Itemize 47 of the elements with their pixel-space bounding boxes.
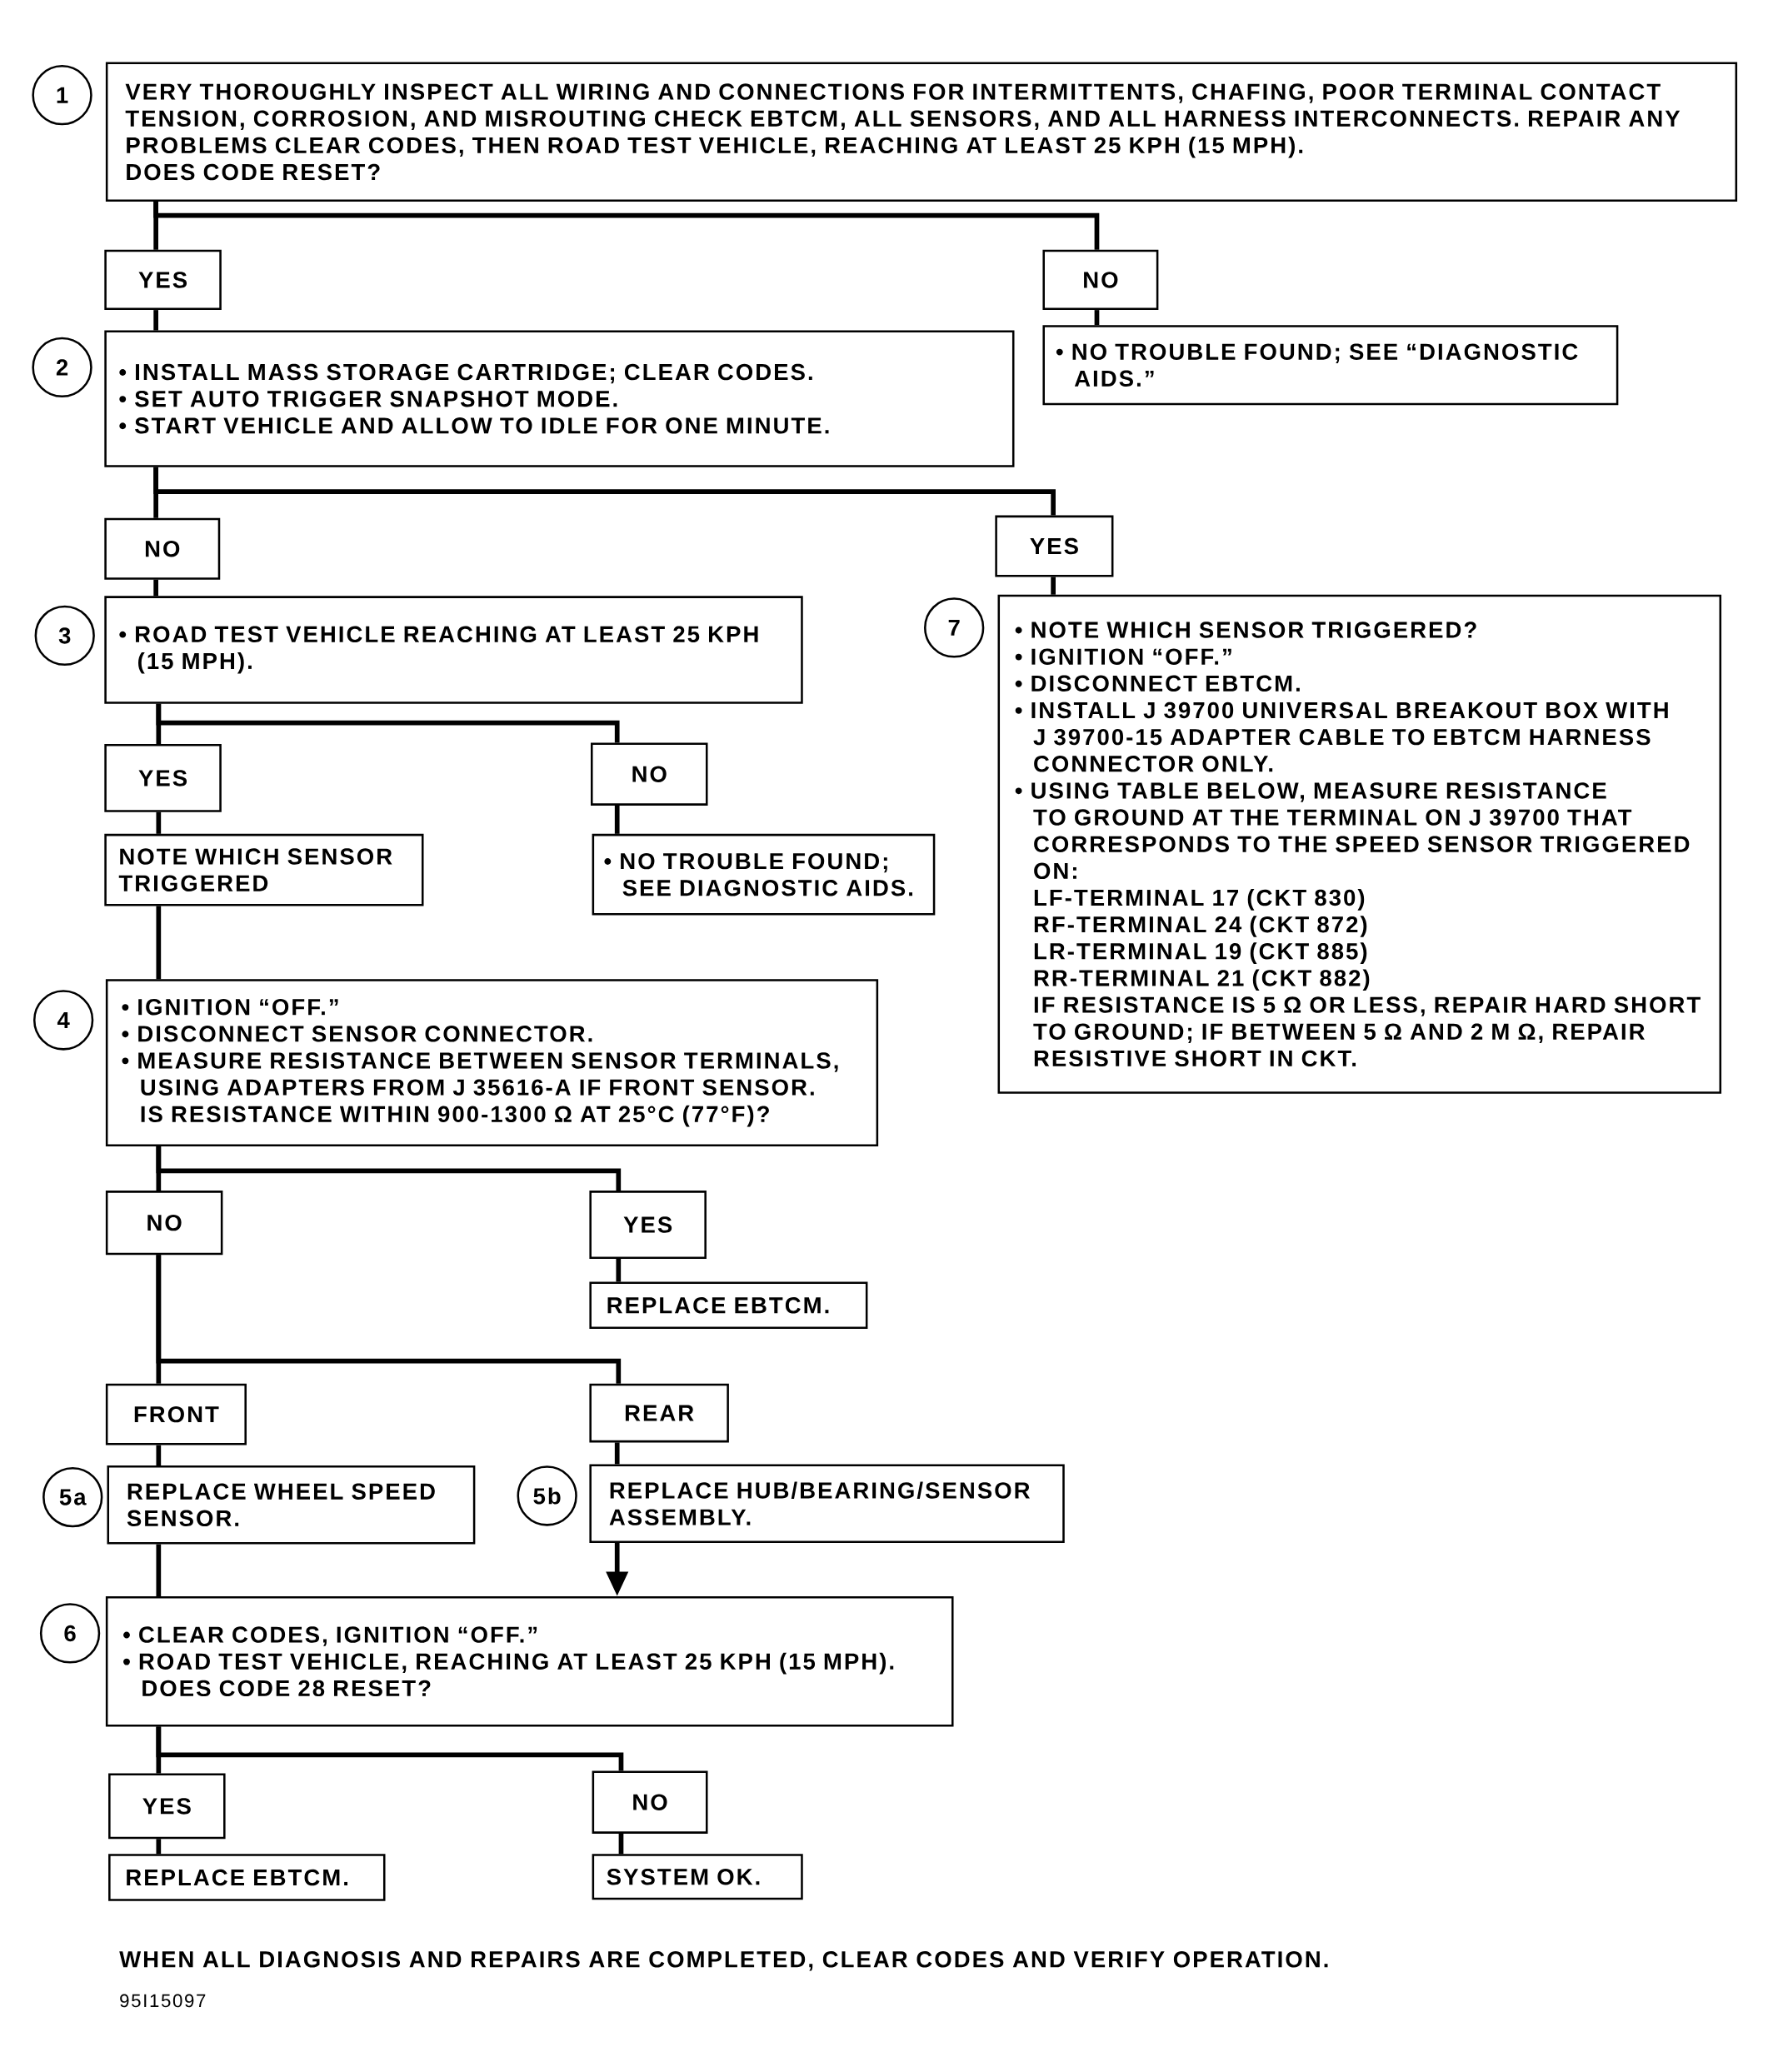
instruction-box: • NOTE WHICH SENSOR TRIGGERED? • IGNITION “OFF.” • DISCONNECT EBTCM. • INSTALL J 39700 UNIVERSAL BREAKOUT BOX WITH J 39700-15 ADAPTER CABLE TO EBTCM HARNESS CONNECTOR ONLY. • USING TABLE BELOW, MEASURE RESISTANCE TO GROUND AT THE TERMINAL ON J 39700 THAT CORRESPONDS TO THE SPEED SENSOR TRIGGERED ON: LF-TERMINAL 17 (CKT 830) RF-TERMINAL 24 (CKT 872) LR-TERMINAL 19 (CKT 885) RR-TERMINAL 21 (CKT 882) IF RESISTANCE IS 5 Ω OR LESS, REPAIR HARD SHORT TO GROUND; IF BETWEEN 5 Ω AND 2 M Ω, REPAIR RESISTIVE SHORT IN CKT.: [997, 594, 1721, 1094]
result-box: REPLACE EBTCM.: [589, 1281, 868, 1329]
instruction-box: VERY THOROUGHLY INSPECT ALL WIRING AND CONNECTIONS FOR INTERMITTENTS, CHAFING, POOR TERMINAL CONTACT TENSION, CORROSION, AND MISROUTING CHECK EBTCM, ALL SENSORS, AND ALL HARNESS INTERCONNECTS. REPAIR ANY PROBLEMS CLEAR CODES, THEN ROAD TEST VEHICLE, REACHING AT LEAST 25 KPH (15 MPH). DOES CODE RESET?: [105, 62, 1737, 202]
connector-line: [156, 1255, 622, 1384]
branch-label-box: REAR: [589, 1383, 729, 1443]
connector-line: [618, 1833, 624, 1855]
branch-label-box: YES: [107, 1773, 226, 1840]
instruction-box: • INSTALL MASS STORAGE CARTRIDGE; CLEAR CODES. • SET AUTO TRIGGER SNAPSHOT MODE. • START VEHICLE AND ALLOW TO IDLE FOR ONE MINUTE.: [104, 330, 1015, 467]
instruction-box: • CLEAR CODES, IGNITION “OFF.” • ROAD TEST VEHICLE, REACHING AT LEAST 25 KPH (15 MPH). DOES CODE 28 RESET?: [105, 1596, 954, 1727]
branch-label-box: FRONT: [105, 1383, 247, 1445]
result-box: SYSTEM OK.: [592, 1854, 803, 1900]
connector-line: [156, 906, 162, 980]
connector-line: [156, 1445, 162, 1465]
branch-label-box: NO: [590, 742, 708, 806]
connector-line: [1094, 310, 1100, 326]
connector-line: [156, 1146, 622, 1191]
branch-label-box: YES: [995, 515, 1114, 577]
result-box: REPLACE EBTCM.: [107, 1854, 386, 1901]
result-box: • NO TROUBLE FOUND; SEE DIAGNOSTIC AIDS.: [592, 833, 936, 916]
note-text: WHEN ALL DIAGNOSIS AND REPAIRS ARE COMPLETED, CLEAR CODES AND VERIFY OPERATION.: [119, 1951, 1328, 1971]
connector-line: [156, 703, 620, 743]
result-box: NOTE WHICH SENSOR TRIGGERED: [104, 833, 424, 906]
connector-line: [614, 1442, 620, 1465]
branch-label-box: NO: [104, 517, 221, 580]
branch-label-box: NO: [1042, 249, 1159, 311]
result-box: REPLACE HUB/BEARING/SENSOR ASSEMBLY.: [589, 1464, 1065, 1543]
branch-label-box: NO: [105, 1191, 223, 1256]
instruction-box: • IGNITION “OFF.” • DISCONNECT SENSOR CONNECTOR. • MEASURE RESISTANCE BETWEEN SENSOR TERMINALS, USING ADAPTERS FROM J 35616-A IF FRONT SENSOR. IS RESISTANCE WITHIN 900-1300 Ω AT 25°C (77°F)?: [105, 979, 879, 1147]
figure-number: 95I15097: [120, 1994, 206, 2008]
connector-line: [616, 1258, 622, 1282]
connector-line: [156, 1839, 162, 1855]
connector-line: [153, 202, 1100, 250]
connector-line: [153, 579, 158, 597]
connector-line: [614, 805, 620, 834]
connector-line: [156, 1544, 162, 1597]
result-box: REPLACE WHEEL SPEED SENSOR.: [107, 1465, 476, 1545]
branch-label-box: YES: [104, 744, 222, 812]
branch-label-box: YES: [104, 249, 222, 311]
connector-line: [153, 467, 1056, 516]
connector-line: [153, 310, 158, 331]
connector-line: [156, 1726, 624, 1771]
branch-label-box: NO: [592, 1770, 708, 1834]
connector-line: [156, 811, 162, 834]
result-box: • NO TROUBLE FOUND; SEE “DIAGNOSTIC AIDS.”: [1042, 325, 1619, 406]
connector-line: [1051, 577, 1056, 595]
branch-label-box: YES: [589, 1191, 707, 1259]
instruction-box: • ROAD TEST VEHICLE REACHING AT LEAST 25 KPH (15 MPH).: [104, 596, 803, 704]
